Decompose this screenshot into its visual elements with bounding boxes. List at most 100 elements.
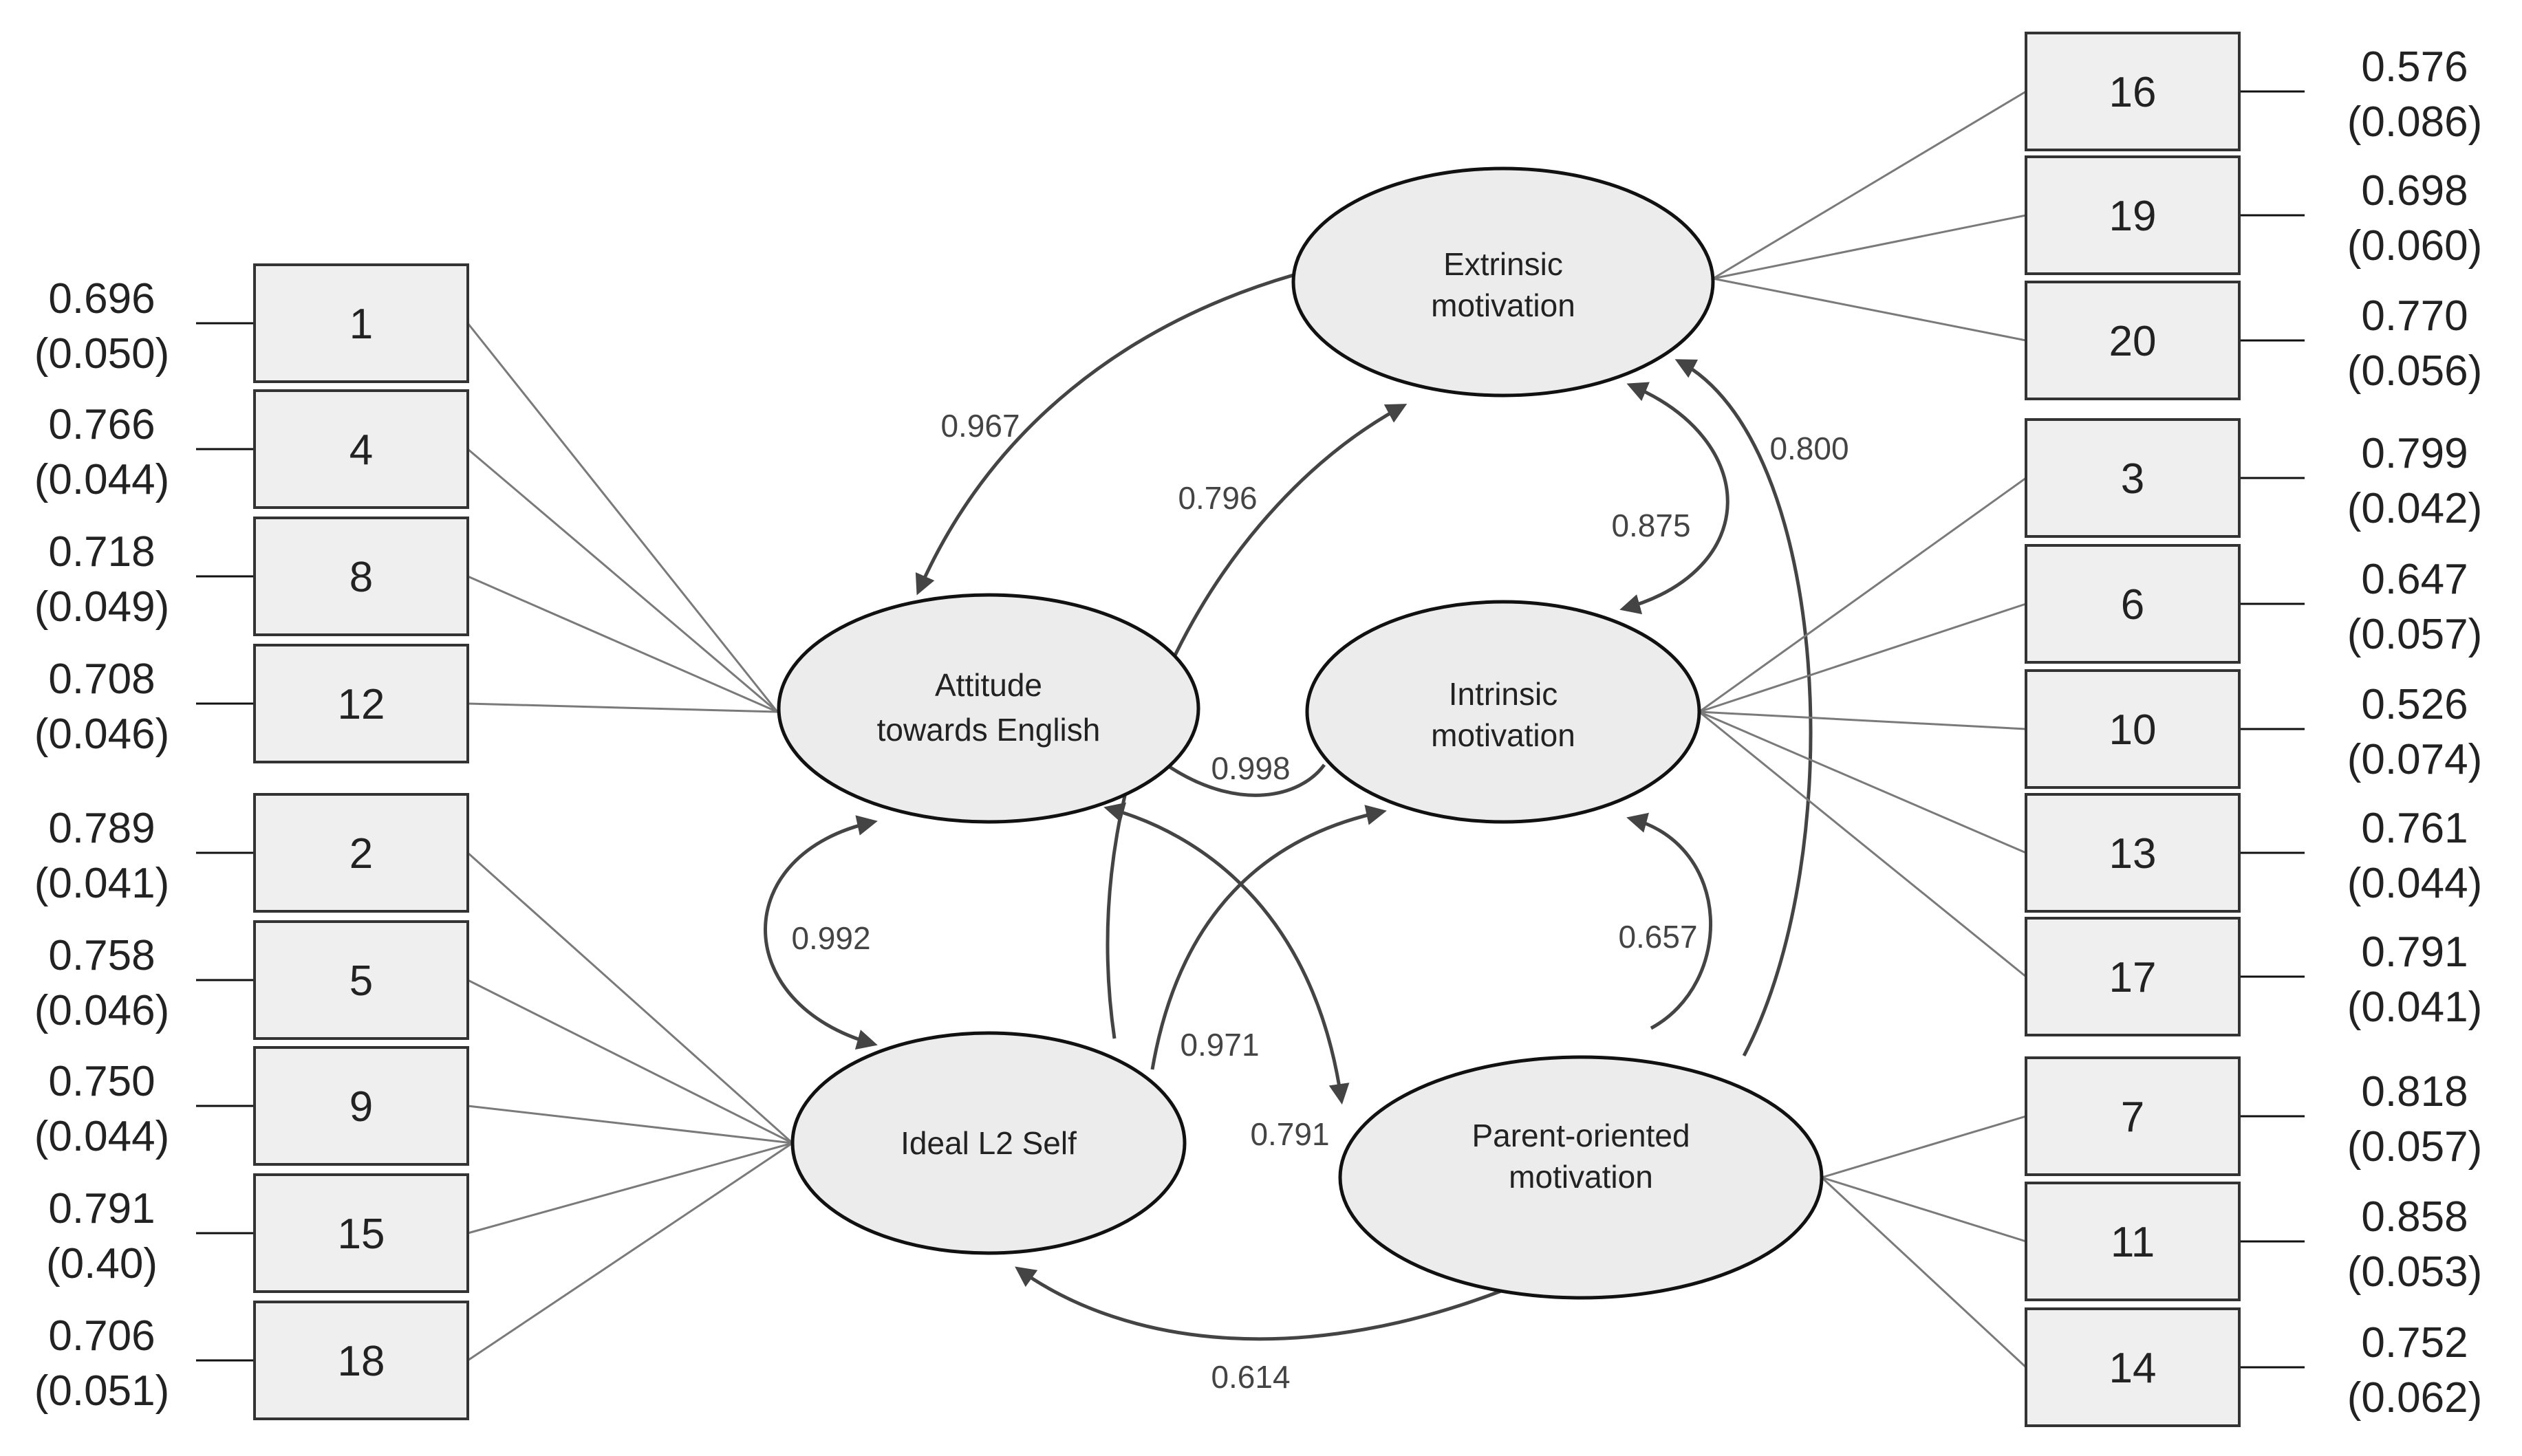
arc-parent-intrinsic (1626, 812, 1713, 1030)
item-number: 5 (349, 957, 373, 1005)
item-number: 2 (349, 830, 373, 878)
corr-label-attitude-ideal: 0.992 (791, 920, 870, 956)
loading-se: (0.086) (2347, 98, 2482, 146)
corr-label-attitude-intrinsic: 0.998 (1211, 750, 1290, 786)
loading-line-4 (467, 448, 778, 713)
item-box (253, 1173, 469, 1293)
loading-line-20 (1712, 277, 2027, 342)
item-16: 160.576(0.086) (2025, 32, 2482, 151)
item-18: 180.706(0.051) (34, 1301, 469, 1420)
loading-line-19 (1712, 214, 2027, 280)
item-5: 50.758(0.046) (34, 920, 469, 1040)
item-number: 13 (2109, 830, 2157, 878)
item-20: 200.770(0.056) (2025, 281, 2482, 400)
loading-se: (0.057) (2347, 611, 2482, 658)
latent-factors: Extrinsic motivation Attitude towards En… (777, 166, 1824, 1300)
loading-se: (0.060) (2347, 222, 2482, 270)
item-box (2025, 418, 2241, 538)
factor-label-line: motivation (1431, 287, 1575, 323)
item-box (2025, 1056, 2241, 1176)
loading-se: (0.053) (2347, 1248, 2482, 1296)
item-13: 130.761(0.044) (2025, 793, 2482, 913)
loading-value: 0.647 (2361, 556, 2468, 603)
arc-parent-ideal (1015, 1266, 1514, 1341)
loading-value: 0.708 (48, 655, 155, 703)
item-2: 20.789(0.041) (34, 793, 469, 913)
factor-label-line: Attitude (935, 667, 1042, 703)
item-number: 14 (2109, 1345, 2157, 1392)
loading-se: (0.041) (34, 860, 169, 907)
item-15: 150.791(0.40) (46, 1173, 469, 1293)
loading-line-2 (467, 851, 793, 1144)
item-11: 110.858(0.053) (2025, 1182, 2482, 1301)
item-number: 7 (2121, 1094, 2144, 1141)
item-box (2025, 917, 2241, 1036)
item-box (2025, 669, 2241, 789)
corr-label-ideal-extrinsic: 0.796 (1178, 480, 1257, 516)
loading-line-10 (1699, 710, 2027, 730)
loading-value: 0.758 (48, 932, 155, 979)
loading-line-14 (1820, 1176, 2027, 1369)
factor-attitude-towards-english: Attitude towards English (777, 593, 1200, 824)
loading-se: (0.051) (34, 1367, 169, 1415)
corr-label-attitude-extrinsic: 0.967 (940, 408, 1020, 444)
loading-line-16 (1712, 90, 2027, 280)
item-number: 6 (2121, 581, 2144, 629)
item-4: 40.766(0.044) (34, 389, 469, 509)
factor-label-line: motivation (1509, 1159, 1653, 1195)
item-number: 12 (338, 681, 385, 728)
loading-value: 0.799 (2361, 430, 2468, 477)
loading-se: (0.044) (34, 1113, 169, 1160)
arc-extrinsic-intrinsic (1619, 382, 1729, 615)
factor-label-line: towards English (877, 712, 1101, 748)
factor-label-line: Parent-oriented (1472, 1118, 1690, 1153)
loading-se: (0.046) (34, 710, 169, 758)
item-number: 9 (349, 1083, 373, 1131)
item-box (2025, 32, 2241, 151)
item-number: 4 (349, 426, 373, 474)
item-number: 1 (349, 301, 373, 348)
arc-attitude-parent (1103, 802, 1350, 1105)
loading-line-11 (1821, 1176, 2027, 1243)
correlation-labels: 0.967 0.796 0.875 0.800 0.998 0.992 0.97… (791, 408, 1849, 1395)
item-17: 170.791(0.041) (2025, 917, 2482, 1036)
loading-line-3 (1699, 477, 2027, 713)
item-box (2025, 281, 2241, 400)
item-box (253, 517, 469, 636)
item-box (2025, 155, 2241, 275)
loading-value: 0.752 (2361, 1319, 2468, 1367)
loading-line-1 (466, 323, 779, 713)
indicator-items: 10.696(0.050)40.766(0.044)80.718(0.049)1… (34, 32, 2482, 1427)
loading-value: 0.526 (2361, 681, 2468, 728)
factor-label-line: motivation (1431, 717, 1575, 753)
factor-label-line: Ideal L2 Self (901, 1125, 1077, 1161)
item-number: 8 (349, 554, 373, 601)
loading-line-6 (1699, 602, 2027, 713)
loading-se: (0.056) (2347, 347, 2482, 395)
item-number: 16 (2109, 69, 2157, 116)
item-box (2025, 1182, 2241, 1301)
factor-ideal-l2-self: Ideal L2 Self (790, 1031, 1187, 1255)
item-number: 17 (2109, 954, 2157, 1001)
corr-label-parent-extrinsic: 0.800 (1769, 431, 1849, 466)
item-9: 90.750(0.044) (34, 1046, 469, 1166)
factor-intrinsic-motivation: Intrinsic motivation (1305, 600, 1701, 824)
arc-parent-extrinsic (1674, 359, 1813, 1057)
loading-value: 0.698 (2361, 167, 2468, 215)
loading-se: (0.044) (2347, 860, 2482, 907)
factor-label-line: Extrinsic (1443, 246, 1563, 282)
loading-line-12 (467, 702, 778, 713)
loading-value: 0.818 (2361, 1068, 2468, 1116)
loading-line-5 (467, 979, 793, 1144)
item-7: 70.818(0.057) (2025, 1056, 2482, 1176)
corr-label-attitude-parent: 0.791 (1250, 1116, 1329, 1152)
item-number: 15 (338, 1210, 385, 1258)
loading-line-13 (1699, 710, 2027, 854)
loading-line-9 (467, 1105, 793, 1144)
loading-value: 0.791 (48, 1185, 155, 1232)
item-12: 12 0.708 (0.046) (34, 644, 469, 763)
item-box (253, 920, 469, 1040)
loading-value: 0.766 (48, 401, 155, 448)
correlation-arcs (764, 273, 1813, 1341)
loading-line-17 (1699, 710, 2027, 978)
